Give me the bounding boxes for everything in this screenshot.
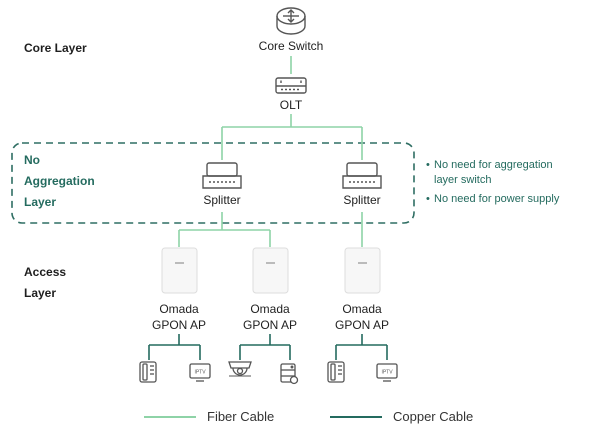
phone-icon <box>139 361 157 383</box>
iptv-icon: IPTV <box>376 363 398 382</box>
omada-gpon-ap-icon <box>252 247 289 294</box>
access-layer-label-line: Access <box>24 265 67 279</box>
ap-label-line: Omada <box>250 302 290 316</box>
access-layer-label-line: Layer <box>24 286 57 300</box>
aggregation-layer-label: No Aggregation Layer <box>24 150 95 213</box>
ap-label: Omada GPON AP <box>139 301 219 333</box>
phone-icon <box>327 361 345 383</box>
olt-icon <box>275 77 307 94</box>
core-layer-label: Core Layer <box>24 38 87 59</box>
aggregation-layer-label-line: No <box>24 153 40 167</box>
iptv-icon: IPTV <box>189 363 211 382</box>
iptv-icon-text: IPTV <box>194 370 206 376</box>
aggregation-layer-box <box>11 142 415 224</box>
splitter-icon <box>202 162 242 189</box>
ap-label-line: GPON AP <box>242 318 298 332</box>
iptv-icon-text: IPTV <box>381 370 393 376</box>
ap-label-line: GPON AP <box>334 318 390 332</box>
aggregation-layer-label-line: Aggregation <box>24 174 95 188</box>
ap-label: Omada GPON AP <box>322 301 402 333</box>
note-item: • No need for aggregation <box>426 158 559 173</box>
ap-label-line: Omada <box>159 302 199 316</box>
copper-links <box>148 334 388 360</box>
bullet-icon: • <box>426 193 430 205</box>
splitter-label: Splitter <box>203 193 241 207</box>
storage-icon <box>280 363 299 385</box>
ap-label-line: Omada <box>342 302 382 316</box>
camera-icon <box>228 361 252 377</box>
core-switch-icon <box>276 7 306 35</box>
ap-label: Omada GPON AP <box>230 301 310 333</box>
note-text: layer switch <box>434 174 492 186</box>
fiber-links <box>178 56 363 247</box>
legend-fiber-label: Fiber Cable <box>207 409 275 424</box>
bullet-icon: • <box>426 159 430 171</box>
note-text: No need for power supply <box>434 193 560 205</box>
access-layer-label: Access Layer <box>24 262 66 304</box>
olt-label: OLT <box>279 98 303 112</box>
omada-gpon-ap-icon <box>344 247 381 294</box>
aggregation-layer-label-line: Layer <box>24 195 57 209</box>
legend-copper-label: Copper Cable <box>393 409 474 424</box>
ap-label-line: GPON AP <box>151 318 207 332</box>
splitter-icon <box>342 162 382 189</box>
splitter-label: Splitter <box>343 193 381 207</box>
omada-gpon-ap-icon <box>161 247 198 294</box>
core-switch-label: Core Switch <box>258 39 324 53</box>
note-text: No need for aggregation <box>434 159 553 171</box>
note-item: layer switch <box>426 173 559 188</box>
note-item: • No need for power supply <box>426 192 559 207</box>
core-layer-label-line: Core Layer <box>24 41 87 55</box>
notes-list: • No need for aggregation layer switch • N… <box>426 158 559 207</box>
